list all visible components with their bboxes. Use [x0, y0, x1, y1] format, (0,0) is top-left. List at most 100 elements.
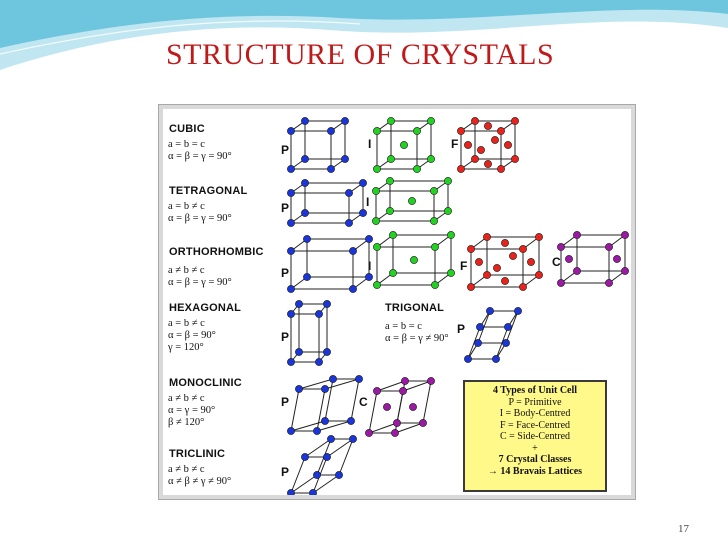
lattice-atom: [287, 358, 295, 366]
cell-edge: [290, 474, 318, 494]
lattice-atom: [389, 269, 397, 277]
lattice-atom: [399, 387, 407, 395]
lattice-atom: [301, 453, 309, 461]
unit-cell-orthorhombic-f: [467, 233, 543, 291]
unit-cell-trigonal-p: [464, 307, 522, 363]
lattice-atom: [372, 187, 380, 195]
lattice-atom: [613, 255, 621, 263]
lattice-atom: [335, 471, 343, 479]
cell-edge: [290, 388, 300, 432]
type-label-monoclinic-p: P: [281, 395, 290, 409]
bravais-lattice-figure: CUBIC a = b = c α = β = γ = 90° TETRAGON…: [158, 104, 636, 500]
lattice-atom: [413, 127, 421, 135]
cell-edge: [290, 456, 306, 494]
lattice-atom: [349, 435, 357, 443]
lattice-atom: [341, 117, 349, 125]
lattice-atom: [287, 427, 295, 435]
lattice-atom: [492, 355, 500, 363]
lattice-atom: [486, 307, 494, 315]
lattice-atom: [511, 155, 519, 163]
cell-edge: [326, 438, 354, 458]
lattice-atom: [573, 267, 581, 275]
lattice-atom: [475, 258, 483, 266]
lattice-atom: [372, 217, 380, 225]
lattice-atom: [303, 273, 311, 281]
lattice-atom: [557, 279, 565, 287]
lattice-atom: [419, 419, 427, 427]
type-label-hexagonal-p: P: [281, 330, 290, 344]
relation-cubic-1: a = b = c: [168, 139, 205, 150]
lattice-atom: [327, 127, 335, 135]
lattice-atom: [391, 429, 399, 437]
legend-item-f: F = Face-Centred: [499, 419, 571, 431]
cell-edge: [394, 422, 424, 434]
unit-cell-legend: 4 Types of Unit Cell P = Primitive I = B…: [463, 380, 607, 492]
lattice-atom: [427, 117, 435, 125]
type-label-tetragonal-i: I: [366, 195, 370, 209]
type-label-orthorhombic-f: F: [460, 259, 468, 273]
lattice-atom: [287, 189, 295, 197]
lattice-atom: [413, 165, 421, 173]
lattice-atom: [484, 122, 492, 130]
cell-edge: [477, 310, 491, 344]
lattice-atom: [321, 417, 329, 425]
relation-hexagonal-1: a = b ≠ c: [168, 318, 205, 329]
lattice-atom: [493, 264, 501, 272]
lattice-atom: [327, 435, 335, 443]
relation-orthorhombic-1: a ≠ b ≠ c: [168, 265, 205, 276]
lattice-atom: [389, 231, 397, 239]
relation-tetragonal-2: α = β = γ = 90°: [168, 213, 232, 224]
lattice-atom: [313, 471, 321, 479]
cell-edge: [368, 390, 378, 434]
relation-triclinic-1: a ≠ b ≠ c: [168, 464, 205, 475]
relation-triclinic-2: α ≠ β ≠ γ ≠ 90°: [168, 476, 232, 487]
lattice-atom: [349, 285, 357, 293]
lattice-atom: [345, 219, 353, 227]
lattice-atom: [327, 165, 335, 173]
lattice-atom: [471, 117, 479, 125]
lattice-atom: [295, 300, 303, 308]
lattice-atom: [474, 339, 482, 347]
lattice-atom: [383, 403, 391, 411]
lattice-atom: [471, 155, 479, 163]
lattice-atom: [400, 141, 408, 149]
unit-cell-tetragonal-p: [287, 179, 367, 227]
cell-edge: [467, 326, 481, 360]
lattice-atom: [501, 239, 509, 247]
figure-canvas: CUBIC a = b = c α = β = γ = 90° TETRAGON…: [163, 109, 631, 495]
cell-edge: [324, 378, 360, 390]
unit-cell-hexagonal-p: [287, 300, 331, 366]
lattice-atom: [535, 271, 543, 279]
lattice-atom: [484, 160, 492, 168]
lattice-atom: [313, 427, 321, 435]
lattice-atom: [497, 127, 505, 135]
lattice-atom: [323, 453, 331, 461]
lattice-atom: [605, 279, 613, 287]
lattice-atom: [349, 247, 357, 255]
lattice-atom: [393, 419, 401, 427]
cell-edge: [368, 422, 398, 434]
cell-edge: [316, 388, 326, 432]
lattice-atom: [387, 155, 395, 163]
legend-crystal-classes: 7 Crystal Classes: [498, 454, 572, 465]
lattice-atom: [359, 209, 367, 217]
unit-cell-orthorhombic-c: [557, 231, 629, 287]
lattice-atom: [373, 243, 381, 251]
header-wave-decoration: [0, 0, 728, 70]
lattice-atom: [373, 127, 381, 135]
lattice-atom: [386, 207, 394, 215]
lattice-atom: [373, 165, 381, 173]
lattice-atom: [315, 358, 323, 366]
lattice-atom: [365, 429, 373, 437]
lattice-atom: [431, 281, 439, 289]
cell-edge: [402, 380, 432, 392]
lattice-atom: [287, 285, 295, 293]
lattice-atom: [387, 117, 395, 125]
lattice-atom: [295, 348, 303, 356]
lattice-atom: [621, 231, 629, 239]
lattice-atom: [491, 136, 499, 144]
legend-bravais-lattices: → 14 Bravais Lattices: [487, 465, 583, 477]
lattice-atom: [287, 219, 295, 227]
lattice-atom: [504, 141, 512, 149]
type-label-orthorhombic-c: C: [552, 255, 561, 269]
